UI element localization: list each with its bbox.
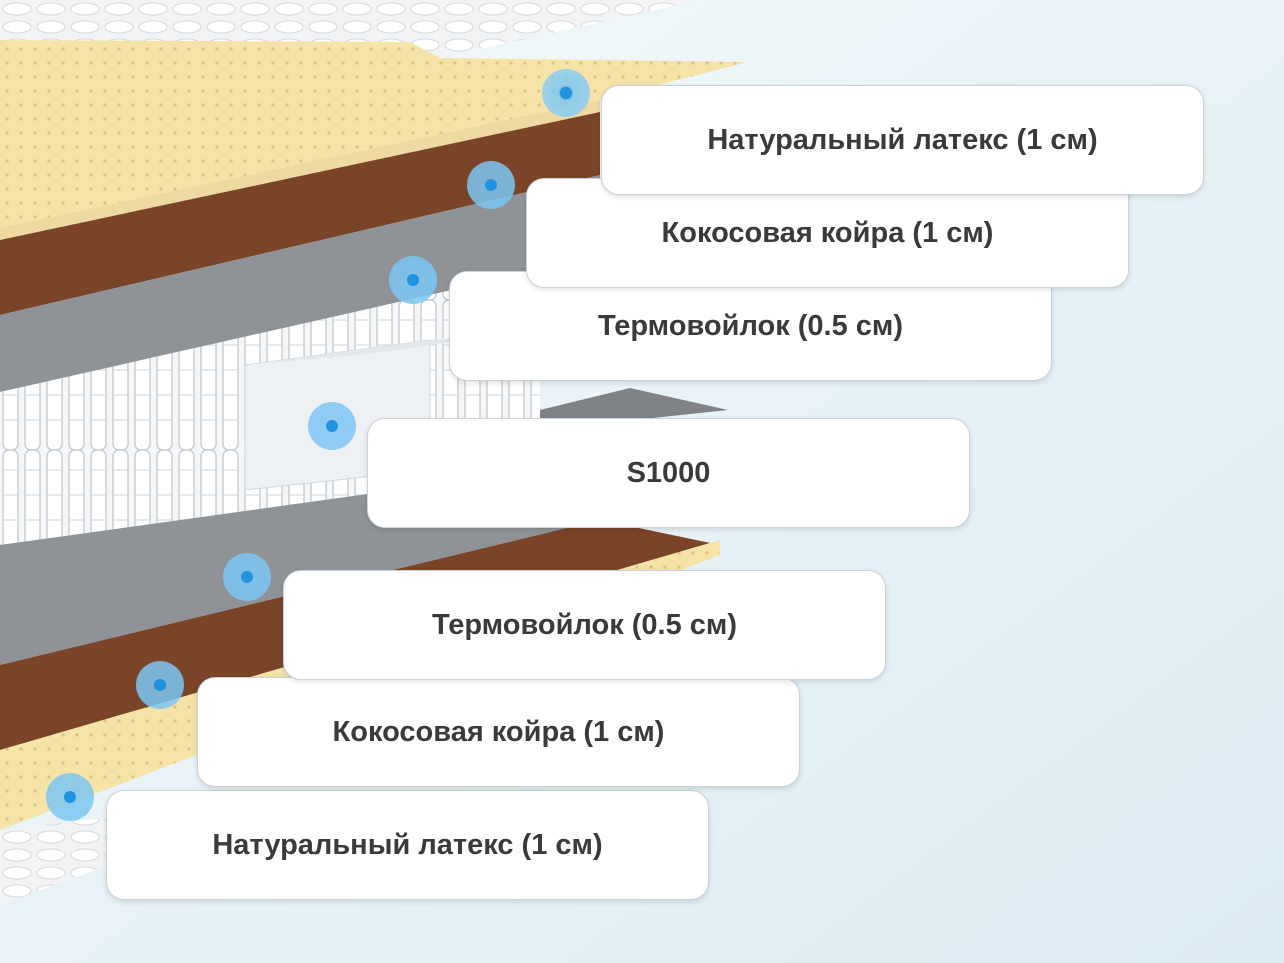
layer-top-coir [0,112,600,315]
layer-top-latex-edge [0,100,600,240]
layer-label-6: Кокосовая койра (1 см) [197,677,800,787]
marker-layer-7[interactable] [45,772,95,822]
layer-label-4: S1000 [367,418,970,528]
layer-label-5: Термовойлок (0.5 см) [283,570,886,680]
layer-label-3: Термовойлок (0.5 см) [449,271,1052,381]
marker-layer-1[interactable] [541,68,591,118]
layer-label-7: Натуральный латекс (1 см) [106,790,709,900]
layer-top-felt [0,175,600,392]
marker-layer-2[interactable] [466,160,516,210]
marker-layer-4[interactable] [307,401,357,451]
marker-layer-6[interactable] [135,660,185,710]
marker-layer-3[interactable] [388,255,438,305]
layer-label-1: Натуральный латекс (1 см) [601,85,1204,195]
marker-layer-5[interactable] [222,552,272,602]
